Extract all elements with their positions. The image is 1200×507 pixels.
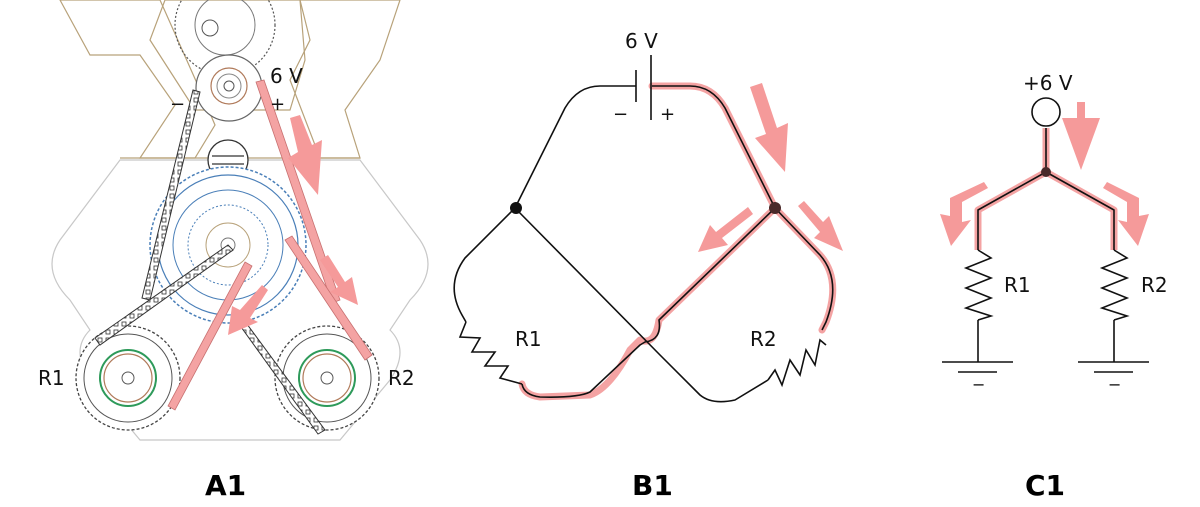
voltage-source-terminal — [1031, 97, 1061, 127]
resistor-r2 — [767, 338, 827, 388]
r1-label: R1 — [38, 366, 65, 390]
resistor-r2 — [1099, 249, 1130, 321]
chain-current — [167, 79, 373, 411]
chain-return — [94, 89, 326, 435]
ground-r1 — [942, 361, 1013, 373]
ground-minus-r2: − — [1108, 375, 1121, 394]
junction-node-right — [769, 202, 781, 214]
r1-sprocket — [75, 325, 181, 431]
r2-label: R2 — [388, 366, 415, 390]
battery-plus-label: + — [270, 94, 285, 115]
battery-plus-label: + — [660, 104, 675, 125]
current-arrows-b1 — [698, 83, 843, 252]
junction-node — [1041, 167, 1051, 177]
upper-plate-left — [59, 0, 216, 159]
current-arrows-a1 — [228, 115, 358, 335]
panel-b1: 6 V − + R1 R2 B1 — [453, 29, 843, 502]
battery-voltage-label: 6 V — [270, 64, 303, 88]
top-gear — [174, 0, 276, 76]
current-arrows-c1 — [940, 102, 1149, 246]
circuit-wires — [977, 128, 1115, 362]
panel-label-a1: A1 — [205, 469, 246, 502]
battery-voltage-label: 6 V — [625, 29, 658, 53]
r1-label: R1 — [515, 327, 542, 351]
resistor-r1 — [458, 321, 523, 385]
junction-node-left — [510, 202, 522, 214]
r1-label: R1 — [1004, 273, 1031, 297]
battery-symbol — [635, 55, 652, 120]
voltage-source-label: +6 V — [1023, 71, 1073, 95]
circuit-wires — [453, 85, 834, 403]
r2-label: R2 — [750, 327, 777, 351]
panel-label-b1: B1 — [632, 469, 673, 502]
r2-label: R2 — [1141, 273, 1168, 297]
ground-r2 — [1078, 361, 1149, 373]
ground-minus-r1: − — [972, 375, 985, 394]
battery-sprocket — [195, 54, 263, 122]
panel-a1: 6 V − + R1 R2 A1 — [38, 0, 429, 502]
panel-c1: − − +6 V R1 R2 C1 — [940, 71, 1168, 502]
lower-plate-outline — [51, 159, 429, 441]
resistor-r1 — [963, 249, 994, 321]
upper-plate-center — [149, 0, 306, 111]
battery-minus-label: − — [170, 94, 185, 115]
panel-label-c1: C1 — [1025, 469, 1065, 502]
battery-minus-label: − — [613, 104, 628, 125]
